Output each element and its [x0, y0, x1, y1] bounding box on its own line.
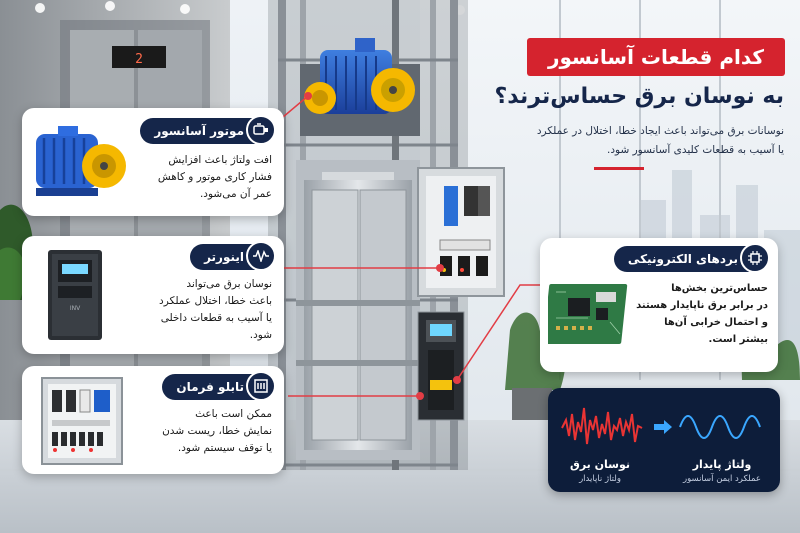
- circuit-board-image: [548, 284, 628, 344]
- card-control-panel: تابلو فرمان ممکن است باعث نمایش خطا، ریس…: [22, 366, 284, 474]
- inverter-line-2: باعث خطا، اختلال عملکرد: [159, 295, 272, 307]
- control-panel-icon: [246, 371, 276, 401]
- inverter-image: INV: [48, 250, 102, 340]
- control-panel-image: [41, 377, 123, 465]
- panel-line-2: نمایش خطا، ریست شدن: [162, 425, 272, 437]
- inverter-unit: [417, 311, 465, 421]
- waveform-icon: [246, 241, 276, 271]
- motor-icon: [246, 115, 276, 145]
- elevator-motor: [300, 38, 420, 136]
- unstable-subtitle: ولتاژ ناپایدار: [579, 474, 621, 484]
- boards-line-1: حساس‌ترین بخش‌ها: [671, 283, 768, 294]
- inverter-line-4: شود.: [249, 329, 272, 341]
- boards-line-3: و احتمال خرابی آن‌ها: [664, 317, 768, 328]
- subtitle-line2: یا آسیب به قطعات کلیدی آسانسور شود.: [607, 144, 784, 156]
- panel-line-3: یا توقف سیستم شود.: [177, 442, 272, 454]
- card-electronic-boards: بردهای الکترونیکی حساس‌ترین بخش‌ها در بر…: [540, 238, 778, 372]
- stable-subtitle: عملکرد ایمن آسانسور: [682, 474, 761, 484]
- boards-description: حساس‌ترین بخش‌ها در برابر برق ناپایدار ه…: [628, 280, 768, 348]
- callout-dots: [304, 92, 461, 400]
- unstable-title: نوسان برق: [569, 458, 630, 471]
- motor-line-3: عمر آن می‌شود.: [199, 188, 272, 200]
- stable-wave: [679, 415, 761, 439]
- panel-title: تابلو فرمان: [176, 380, 244, 394]
- callout-lines: [269, 95, 540, 397]
- stable-title: ولتاژ پایدار: [692, 458, 752, 471]
- motor-line-1: افت ولتاژ باعث افزایش: [168, 154, 272, 166]
- panel-title-tag: تابلو فرمان: [162, 371, 276, 401]
- headline-subtitle: نوسانات برق می‌تواند باعث ایجاد خطا، اخت…: [484, 122, 784, 160]
- elevator-cabin: [296, 160, 420, 460]
- arrow-icon: [654, 420, 672, 434]
- headline-line1: کدام قطعات آسانسور: [547, 45, 765, 69]
- boards-title-tag: بردهای الکترونیکی: [613, 243, 770, 273]
- card-motor: موتور آسانسور افت ولتاژ باعث افزایش فشار…: [22, 108, 284, 216]
- boards-title: بردهای الکترونیکی: [627, 252, 738, 266]
- inverter-line-1: نوسان برق می‌تواند: [186, 278, 272, 290]
- floor-number: 2: [135, 52, 143, 67]
- inverter-description: نوسان برق می‌تواند باعث خطا، اختلال عملک…: [112, 276, 272, 344]
- inverter-title-tag: اینورتر: [190, 241, 276, 271]
- voltage-comparison-panel: نوسان برق ولتاژ ناپایدار ولتاژ پایدار عم…: [548, 388, 780, 492]
- inverter-line-3: یا آسیب به قطعات داخلی: [160, 312, 272, 324]
- accent-underline: [594, 167, 644, 170]
- panel-line-1: ممکن است باعث: [195, 408, 272, 420]
- inverter-title: اینورتر: [204, 250, 244, 264]
- svg-text:INV: INV: [70, 305, 81, 312]
- headline-line2: به نوسان برق حساس‌ترند؟: [494, 84, 784, 109]
- headline-banner: کدام قطعات آسانسور: [527, 38, 785, 76]
- boards-line-4: بیشتر است.: [708, 334, 768, 345]
- motor-title: موتور آسانسور: [154, 124, 244, 138]
- motor-description: افت ولتاژ باعث افزایش فشار کاری موتور و …: [122, 152, 272, 203]
- unstable-wave: [561, 407, 643, 445]
- voltage-waves: [561, 407, 761, 445]
- control-cabinet: [417, 167, 505, 297]
- boards-line-2: در برابر برق ناپایدار هستند: [636, 300, 768, 311]
- motor-image: [36, 126, 126, 196]
- motor-title-tag: موتور آسانسور: [140, 115, 276, 145]
- panel-description: ممکن است باعث نمایش خطا، ریست شدن یا توق…: [122, 406, 272, 457]
- subtitle-line1: نوسانات برق می‌تواند باعث ایجاد خطا، اخت…: [536, 125, 784, 137]
- floor-indicator: [112, 46, 166, 68]
- card-inverter: INV اینورتر نوسان برق می‌تواند باعث خطا،…: [22, 236, 284, 354]
- motor-line-2: فشار کاری موتور و کاهش: [157, 171, 272, 183]
- chip-icon: [740, 243, 770, 273]
